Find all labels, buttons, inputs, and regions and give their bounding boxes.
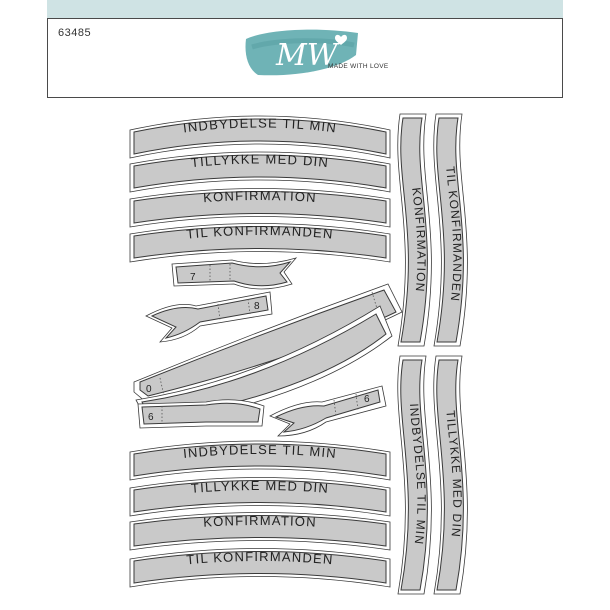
banner-konfirmation-top: KONFIRMATION: [129, 188, 391, 228]
svg-text:KONFIRMATION: KONFIRMATION: [203, 513, 317, 530]
banner-label: TILLYKKE MED DIN: [190, 478, 328, 496]
banner-tillykke-top: TILLYKKE MED DIN: [129, 151, 391, 193]
vertical-banner-tillykke: TILLYKKE MED DIN: [433, 355, 468, 595]
brand-mark: MW: [275, 38, 340, 73]
flag-number: 0: [146, 384, 152, 395]
vertical-banner-konfirmanden: TIL KONFIRMANDEN: [433, 113, 468, 347]
svg-text:TILLYKKE MED DIN: TILLYKKE MED DIN: [190, 478, 329, 496]
banner-label: INDBYDELSE TIL MIN: [182, 115, 336, 135]
svg-text:TIL KONFIRMANDEN: TIL KONFIRMANDEN: [186, 223, 335, 242]
flag-number: 6: [148, 412, 154, 423]
flag-8: 8: [145, 291, 273, 343]
header-accent-strip: [47, 0, 563, 18]
heart-icon: [335, 34, 347, 45]
banner-label: KONFIRMATION: [203, 188, 317, 205]
flag-number: 8: [254, 301, 260, 312]
banner-konfirmanden-top: TIL KONFIRMANDEN: [129, 223, 391, 263]
flag-6-left: 6: [137, 399, 265, 429]
banner-label: INDBYDELSE TIL MIN: [182, 442, 336, 461]
svg-text:INDBYDELSE TIL MIN: INDBYDELSE TIL MIN: [182, 115, 338, 135]
banner-label: TIL KONFIRMANDEN: [186, 549, 333, 567]
banner-label: KONFIRMATION: [203, 513, 316, 530]
banner-tillykke-bottom: TILLYKKE MED DIN: [129, 477, 391, 517]
brand-tagline: MADE WITH LOVE: [328, 63, 389, 70]
flag-7: 7: [171, 257, 298, 290]
banner-indbydelse-bottom: INDBYDELSE TIL MIN: [129, 440, 391, 481]
brand-logo: MW: [245, 29, 358, 76]
product-header: 63485 MW MADE WITH LOVE: [47, 18, 563, 98]
banner-konfirmanden-bottom: TIL KONFIRMANDEN: [129, 548, 391, 588]
svg-text:KONFIRMATION: KONFIRMATION: [203, 188, 318, 205]
banner-indbydelse-top: INDBYDELSE TIL MIN: [129, 115, 391, 159]
banner-label: TIL KONFIRMANDEN: [186, 223, 333, 242]
flag-number: 6: [364, 394, 370, 405]
vertical-banner-konfirmation: KONFIRMATION: [397, 113, 432, 347]
vertical-banner-indbydelse: INDBYDELSE TIL MIN: [397, 355, 432, 595]
svg-text:TIL KONFIRMANDEN: TIL KONFIRMANDEN: [186, 549, 334, 567]
flag-number: 7: [190, 272, 196, 283]
die-sheet: INDBYDELSE TIL MIN TILLYKKE MED DIN KONF…: [129, 113, 468, 595]
product-code: 63485: [58, 27, 92, 39]
banner-konfirmation-bottom: KONFIRMATION: [129, 512, 391, 551]
svg-text:TILLYKKE MED DIN: TILLYKKE MED DIN: [190, 151, 330, 170]
flag-6-right: 6: [269, 385, 387, 437]
banner-label: TILLYKKE MED DIN: [190, 151, 328, 170]
svg-text:INDBYDELSE TIL MIN: INDBYDELSE TIL MIN: [182, 442, 337, 461]
